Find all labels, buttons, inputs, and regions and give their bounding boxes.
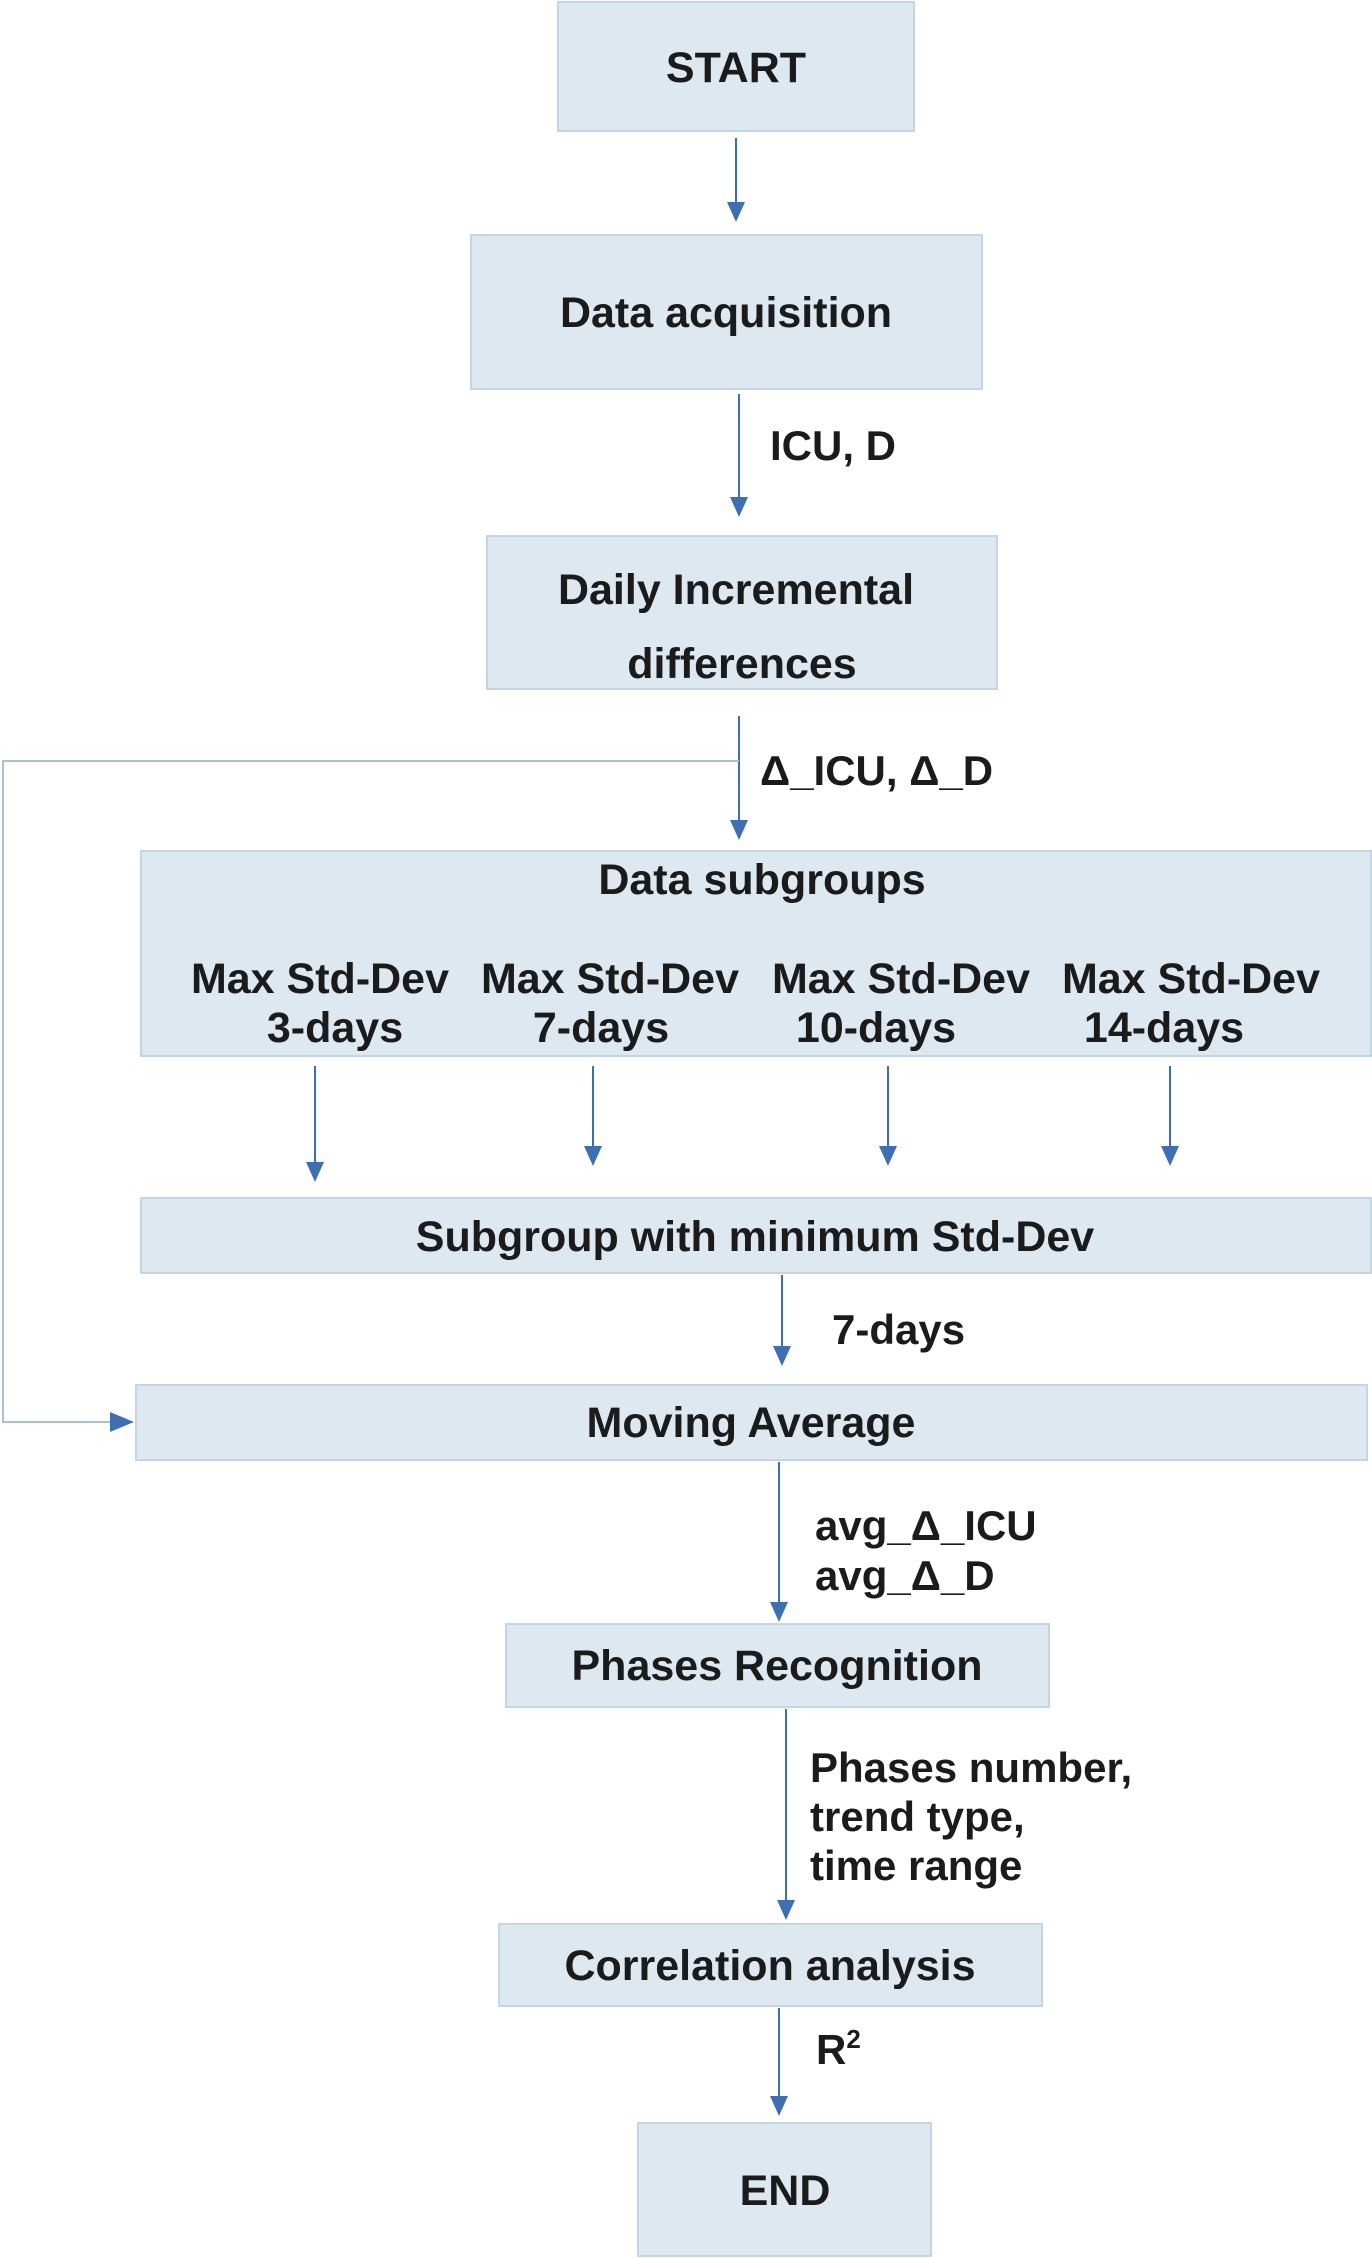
edge-label-delta-icu-d: Δ_ICU, Δ_D xyxy=(760,747,993,794)
arrowhead xyxy=(110,1412,134,1432)
edge-label-icu-d: ICU, D xyxy=(770,422,896,469)
phases-recognition-node: Phases Recognition xyxy=(505,1623,1050,1708)
start-label: START xyxy=(666,44,806,92)
edge-label-time-range: time range xyxy=(810,1842,1022,1889)
arrowhead xyxy=(770,1602,788,1622)
moving-average-label: Moving Average xyxy=(587,1399,916,1447)
subgroup-14days-line2: 14-days xyxy=(1084,1004,1244,1052)
arrowhead xyxy=(306,1162,324,1182)
moving-average-node: Moving Average xyxy=(135,1384,1368,1461)
subgroup-min-label: Subgroup with minimum Std-Dev xyxy=(416,1213,1095,1261)
arrowhead xyxy=(879,1146,897,1166)
edge-label-avg-d: avg_Δ_D xyxy=(815,1552,995,1599)
subgroup-7days-line2: 7-days xyxy=(533,1004,669,1052)
edge-label-7days: 7-days xyxy=(832,1306,965,1353)
r2-base: R xyxy=(816,2026,846,2073)
correlation-analysis-label: Correlation analysis xyxy=(564,1942,975,1990)
phases-recognition-label: Phases Recognition xyxy=(572,1642,983,1690)
daily-incremental-line1: Daily Incremental xyxy=(558,566,914,614)
subgroup-10days-line1: Max Std-Dev xyxy=(772,955,1030,1003)
subgroup-7days-line1: Max Std-Dev xyxy=(481,955,739,1003)
subgroup-14days-line1: Max Std-Dev xyxy=(1062,955,1320,1003)
data-subgroups-node: Data subgroups Max Std-Dev 3-days Max St… xyxy=(140,850,1372,1057)
correlation-analysis-node: Correlation analysis xyxy=(498,1923,1043,2007)
end-node: END xyxy=(637,2122,932,2257)
arrowhead xyxy=(730,820,748,840)
arrowhead xyxy=(727,202,745,222)
arrowhead xyxy=(773,1346,791,1366)
data-subgroups-title: Data subgroups xyxy=(598,856,925,904)
daily-incremental-node: Daily Incremental differences xyxy=(486,535,998,690)
arrowhead xyxy=(770,2096,788,2116)
r2-superscript: 2 xyxy=(846,2024,860,2054)
start-node: START xyxy=(557,1,915,132)
subgroup-10days-line2: 10-days xyxy=(796,1004,956,1052)
arrowhead xyxy=(777,1900,795,1920)
subgroup-min-node: Subgroup with minimum Std-Dev xyxy=(140,1197,1372,1274)
data-acquisition-node: Data acquisition xyxy=(470,234,983,390)
edge-label-r2: R2 xyxy=(816,2024,861,2073)
daily-incremental-line2: differences xyxy=(627,640,856,688)
subgroup-3days-line2: 3-days xyxy=(267,1004,403,1052)
arrowhead xyxy=(730,497,748,517)
end-label: END xyxy=(740,2167,831,2215)
data-acquisition-label: Data acquisition xyxy=(560,289,892,337)
edge-label-avg-icu: avg_Δ_ICU xyxy=(815,1502,1037,1549)
arrowhead xyxy=(584,1146,602,1166)
bypass-connector xyxy=(2,760,739,1423)
edge-label-phases-number: Phases number, xyxy=(810,1744,1132,1791)
edge-label-trend-type: trend type, xyxy=(810,1793,1025,1840)
subgroup-3days-line1: Max Std-Dev xyxy=(191,955,449,1003)
arrowhead xyxy=(1161,1146,1179,1166)
